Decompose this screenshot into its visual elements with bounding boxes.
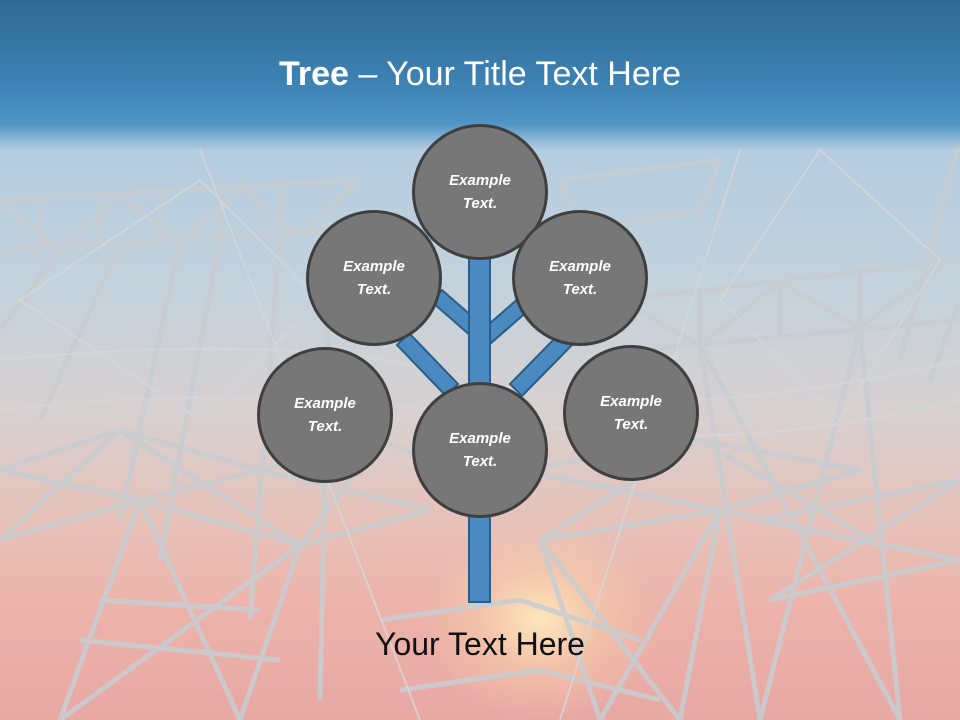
title-bold-word: Tree xyxy=(279,55,349,93)
slide-title[interactable]: Tree – Your Title Text Here xyxy=(0,52,960,96)
title-text: Your Title Text Here xyxy=(386,55,681,93)
branch-lower-left xyxy=(395,331,460,398)
footer-text[interactable]: Your Text Here xyxy=(375,626,585,662)
title-dash: – xyxy=(348,55,387,93)
